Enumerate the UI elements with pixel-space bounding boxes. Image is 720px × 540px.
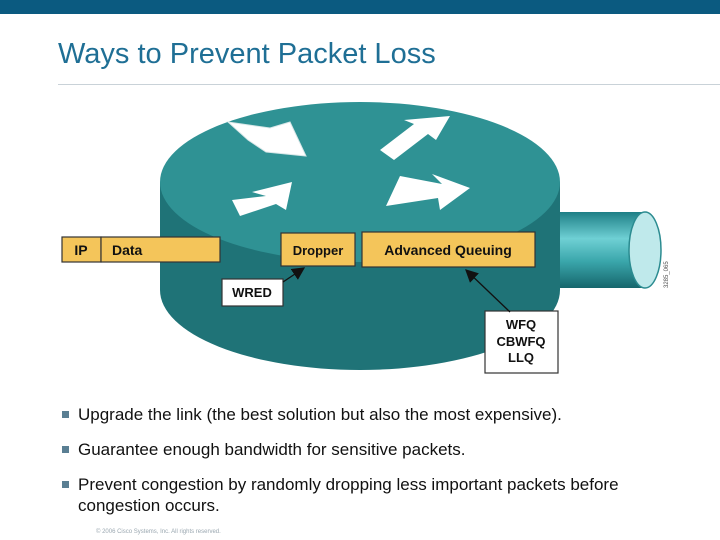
figure-id: 3285_065 [664, 261, 670, 288]
bullet-marker-icon [62, 481, 69, 488]
dropper-label: Dropper [293, 243, 344, 258]
bullet-item: Guarantee enough bandwidth for sensitive… [62, 439, 702, 460]
wred-label: WRED [232, 285, 272, 300]
ip-label: IP [74, 242, 87, 258]
queuing-method-cbwfq: CBWFQ [496, 334, 545, 349]
bullet-text: Guarantee enough bandwidth for sensitive… [78, 440, 465, 459]
copyright-notice: © 2006 Cisco Systems, Inc. All rights re… [96, 529, 221, 535]
bullet-text: Upgrade the link (the best solution but … [78, 405, 562, 424]
queuing-method-wfq: WFQ [506, 317, 536, 332]
packet-loss-diagram: IP Data Dropper Advanced Queuing WRED WF… [0, 0, 720, 400]
bullet-text: Prevent congestion by randomly dropping … [78, 475, 619, 515]
data-label: Data [112, 242, 143, 258]
bullet-marker-icon [62, 411, 69, 418]
queuing-method-llq: LLQ [508, 350, 534, 365]
bullet-item: Prevent congestion by randomly dropping … [62, 474, 702, 516]
bullet-list: Upgrade the link (the best solution but … [62, 404, 702, 530]
bullet-marker-icon [62, 446, 69, 453]
advanced-queuing-label: Advanced Queuing [384, 242, 512, 258]
bullet-item: Upgrade the link (the best solution but … [62, 404, 702, 425]
